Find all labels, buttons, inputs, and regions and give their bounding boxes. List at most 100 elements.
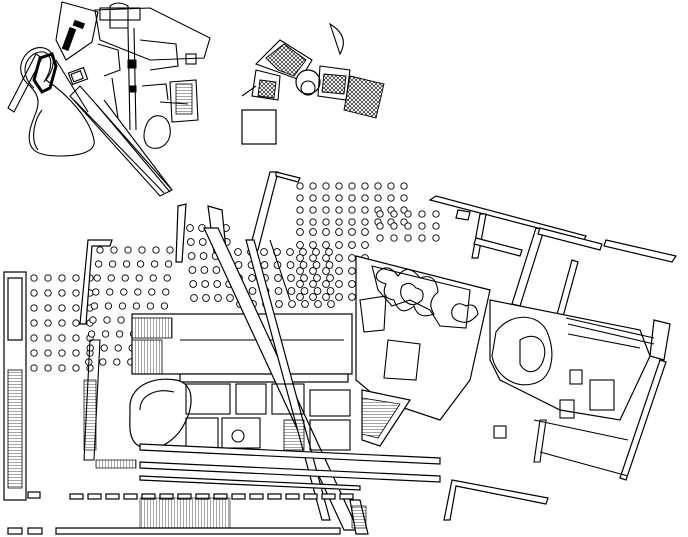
tree-mark	[160, 302, 169, 310]
wall-segment	[321, 493, 336, 500]
tree-mark	[390, 210, 398, 218]
tree-mark	[201, 280, 210, 288]
tree-mark	[113, 358, 121, 366]
tree-mark	[72, 364, 80, 372]
tree-mark	[387, 182, 395, 190]
tree-mark	[335, 293, 343, 301]
tree-mark	[199, 252, 208, 260]
tree-mark	[296, 182, 304, 190]
tree-mark	[335, 182, 343, 190]
tree-mark	[162, 288, 170, 296]
tree-mark	[100, 344, 108, 352]
tree-mark	[124, 246, 132, 254]
tree-mark	[296, 280, 304, 288]
tree-mark	[400, 182, 408, 190]
tree-mark	[150, 260, 159, 268]
tree-mark	[400, 194, 408, 202]
tree-mark	[296, 254, 304, 262]
tree-mark	[58, 304, 66, 312]
tree-mark	[309, 280, 317, 288]
tree-mark	[146, 302, 155, 310]
tree-mark	[190, 294, 198, 302]
tree-mark	[418, 222, 426, 230]
tree-mark	[136, 260, 145, 268]
tree-mark	[322, 293, 330, 301]
tree-mark	[103, 316, 111, 324]
tree-mark	[132, 302, 141, 310]
tree-mark	[30, 319, 38, 327]
tree-mark	[96, 246, 104, 254]
tree-mark	[404, 210, 412, 218]
wall-segment	[249, 493, 264, 500]
tree-mark	[322, 228, 330, 236]
tree-mark	[322, 218, 330, 226]
tree-mark	[309, 254, 317, 262]
tree-mark	[110, 246, 118, 254]
tree-mark	[432, 222, 440, 230]
tree-mark	[327, 300, 335, 308]
tree-mark	[134, 288, 142, 296]
tree-mark	[30, 349, 38, 357]
tree-mark	[361, 194, 369, 202]
tree-mark	[99, 358, 107, 366]
tree-mark	[287, 287, 296, 295]
tree-mark	[335, 267, 343, 275]
tree-mark	[189, 280, 198, 288]
tree-mark	[432, 234, 440, 242]
tree-mark	[30, 364, 38, 372]
tree-mark	[94, 260, 103, 268]
tree-mark	[312, 248, 320, 256]
tree-mark	[44, 364, 52, 372]
tree-mark	[72, 334, 80, 342]
tree-mark	[296, 228, 304, 236]
tree-mark	[335, 241, 343, 249]
tree-mark	[89, 316, 97, 324]
tree-mark	[361, 228, 369, 236]
tree-mark	[322, 206, 330, 214]
tree-mark	[202, 294, 210, 302]
upper-center-building-cluster	[241, 22, 385, 145]
tree-mark	[188, 266, 197, 274]
tree-mark	[58, 349, 66, 357]
upper-left-building-plan	[7, 1, 211, 197]
wall-segment	[87, 493, 102, 500]
wall-segment	[123, 493, 138, 500]
tree-mark	[404, 234, 412, 242]
tree-mark	[108, 260, 117, 268]
tree-mark	[260, 248, 268, 256]
tree-mark	[335, 218, 343, 226]
tree-mark	[234, 248, 242, 256]
tree-mark	[275, 300, 283, 308]
tree-mark	[166, 246, 174, 254]
tree-mark	[322, 194, 330, 202]
tree-mark	[335, 254, 343, 262]
wall-segment	[105, 493, 120, 500]
tree-mark	[186, 238, 195, 246]
tree-mark	[296, 218, 304, 226]
tree-mark	[309, 293, 317, 301]
tree-mark	[58, 319, 66, 327]
tree-mark	[322, 254, 330, 262]
tree-mark	[376, 210, 384, 218]
wall-segment	[231, 493, 246, 500]
tree-mark	[86, 364, 94, 372]
tree-mark	[107, 274, 115, 282]
tree-mark	[309, 267, 317, 275]
tree-mark	[314, 300, 322, 308]
tree-mark	[72, 289, 80, 297]
tree-mark	[163, 274, 171, 282]
tree-mark	[309, 206, 317, 214]
tree-mark	[58, 334, 66, 342]
wall-segment	[285, 493, 300, 500]
tree-mark	[313, 274, 321, 282]
tree-mark	[226, 294, 234, 302]
tree-mark	[44, 349, 52, 357]
tree-mark	[152, 246, 160, 254]
tree-mark	[325, 248, 333, 256]
tree-mark	[58, 274, 66, 282]
tree-mark	[335, 194, 343, 202]
tree-mark	[87, 330, 96, 338]
tree-mark	[296, 241, 304, 249]
tree-mark	[104, 302, 113, 310]
